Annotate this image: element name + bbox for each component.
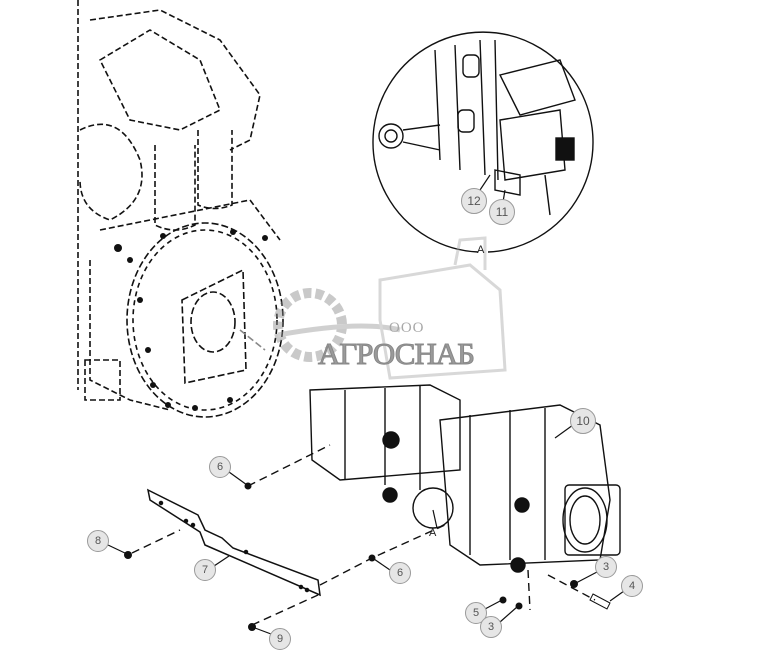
- detail-view-label: A: [477, 244, 485, 256]
- callout-12[interactable]: 12: [461, 188, 487, 214]
- fasteners: [124, 482, 611, 631]
- callout-5[interactable]: 5: [465, 602, 487, 624]
- watermark-prefix: ООО: [389, 320, 425, 336]
- callout-11[interactable]: 11: [489, 199, 515, 225]
- callout-10[interactable]: 10: [570, 408, 596, 434]
- callout-3-right[interactable]: 3: [595, 556, 617, 578]
- callout-3-bottom[interactable]: 3: [480, 616, 502, 638]
- detail-view-a: [372, 31, 594, 253]
- engine-block: [77, 0, 281, 411]
- callout-9[interactable]: 9: [269, 628, 291, 650]
- hydraulic-pump-assembly: [309, 384, 621, 573]
- detail-reference-label: A: [429, 527, 437, 539]
- leader-lines: [107, 174, 625, 635]
- callout-4[interactable]: 4: [621, 575, 643, 597]
- watermark-logo: [273, 236, 507, 380]
- mounting-bracket: [146, 488, 321, 597]
- callout-7[interactable]: 7: [194, 559, 216, 581]
- callout-6-upper[interactable]: 6: [209, 456, 231, 478]
- callout-8[interactable]: 8: [87, 530, 109, 552]
- callout-6-lower[interactable]: 6: [389, 562, 411, 584]
- housing-bolts: [114, 229, 268, 411]
- watermark-name: АГРОСНАБ: [318, 336, 476, 372]
- flywheel-housing: [126, 222, 284, 418]
